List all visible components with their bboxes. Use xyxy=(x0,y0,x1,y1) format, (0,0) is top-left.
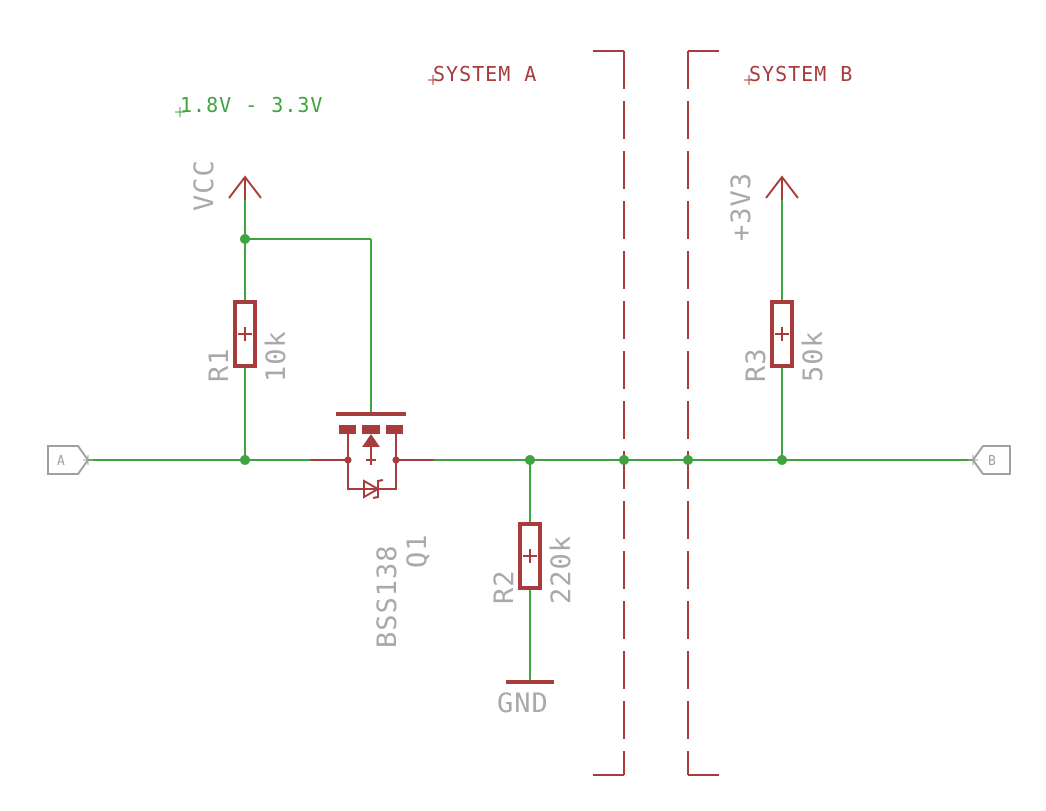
port-a: A xyxy=(47,445,93,475)
r2-name: R2 xyxy=(489,569,520,604)
resistor-r1: R1 10k xyxy=(204,300,292,382)
q1-name: Q1 xyxy=(402,533,433,568)
system-a-boundary xyxy=(593,50,625,776)
junction-dot xyxy=(777,455,787,465)
r1-value: 10k xyxy=(261,330,292,382)
junctions xyxy=(240,234,787,465)
port-b-label: B xyxy=(988,454,996,469)
plus-3v3-label: +3V3 xyxy=(726,172,757,241)
system-b-label-group: SYSTEM B xyxy=(744,62,853,86)
r3-value: 50k xyxy=(798,330,829,382)
r3-name: R3 xyxy=(741,347,772,382)
mosfet-q1: BSS138 Q1 xyxy=(310,412,434,648)
gnd-label: GND xyxy=(497,688,549,719)
system-a-label-group: SYSTEM A xyxy=(428,62,537,86)
resistor-r3: R3 50k xyxy=(741,300,829,382)
r2-value: 220k xyxy=(546,535,577,604)
q1-value: BSS138 xyxy=(372,544,403,648)
gnd-symbol: GND xyxy=(497,680,554,719)
voltage-range-note-group: 1.8V - 3.3V xyxy=(175,93,323,117)
vcc-supply-symbol: VCC xyxy=(189,159,262,211)
junction-dot xyxy=(683,455,693,465)
r1-name: R1 xyxy=(204,347,235,382)
port-a-label: A xyxy=(57,454,65,469)
vcc-label: VCC xyxy=(189,159,220,211)
wires xyxy=(88,200,973,680)
resistor-r2: R2 220k xyxy=(489,522,577,604)
plus-3v3-supply-symbol: +3V3 xyxy=(726,172,799,241)
system-a-label: SYSTEM A xyxy=(433,62,537,86)
junction-dot xyxy=(525,455,535,465)
junction-dot xyxy=(619,455,629,465)
system-b-label: SYSTEM B xyxy=(749,62,853,86)
voltage-range-note: 1.8V - 3.3V xyxy=(180,93,323,117)
system-b-boundary xyxy=(687,50,719,776)
junction-dot xyxy=(240,455,250,465)
port-b: B xyxy=(968,445,1011,475)
junction-dot xyxy=(240,234,250,244)
